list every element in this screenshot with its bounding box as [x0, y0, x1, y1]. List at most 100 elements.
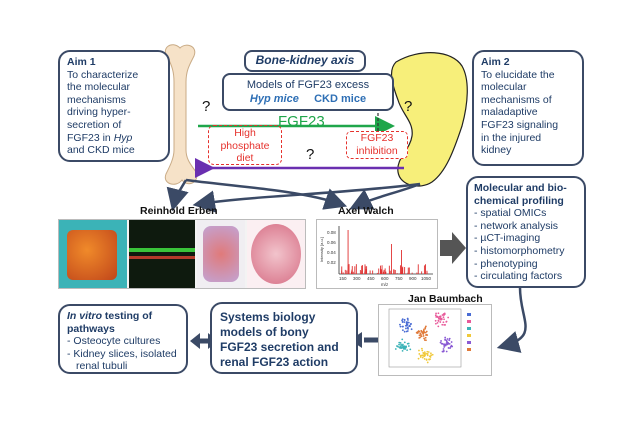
- cluster-point: [405, 323, 408, 326]
- cluster-point: [430, 354, 433, 357]
- cluster-point: [403, 346, 406, 349]
- arrow-profiling-to-baumbach: [496, 287, 527, 353]
- axis-title-box: Bone-kidney axis: [244, 50, 366, 72]
- spectrum-ylabel: Intensity [a.u.]: [319, 237, 324, 262]
- profiling-item: histomorphometry: [474, 245, 578, 258]
- cluster-point: [410, 328, 413, 331]
- cluster-point: [443, 324, 446, 326]
- cluster-legend-swatch: [467, 348, 471, 351]
- invitro-box: In vitro testing of pathways Osteocyte c…: [58, 304, 188, 374]
- cluster-point: [447, 347, 450, 349]
- histology-image-2: [247, 220, 305, 288]
- cluster-point: [442, 348, 445, 350]
- cluster-point: [418, 349, 420, 352]
- question-mark-bone: ?: [202, 98, 211, 115]
- cluster-point: [399, 345, 402, 347]
- cluster-point: [401, 349, 404, 352]
- cluster-point: [445, 339, 448, 342]
- baumbach-label: Jan Baumbach: [408, 293, 483, 305]
- arrow-kidney-to-erben: [192, 182, 421, 213]
- aim1-text: FGF23 in: [67, 131, 114, 144]
- cluster-point: [425, 358, 428, 361]
- cluster-point: [448, 339, 451, 342]
- cluster-point: [434, 322, 437, 325]
- cluster-legend-swatch: [467, 313, 471, 316]
- systems-line: FGF23 secretion and: [220, 340, 339, 354]
- spectrum-xtick: 900: [409, 276, 417, 281]
- cluster-point: [429, 358, 431, 361]
- cluster-point: [424, 331, 427, 334]
- aim2-line: maladaptive: [481, 106, 538, 119]
- cluster-point: [423, 337, 425, 340]
- cluster-point: [399, 323, 401, 326]
- cluster-point: [409, 348, 412, 351]
- invitro-item: Osteocyte cultures: [67, 335, 179, 348]
- cluster-point: [427, 351, 430, 353]
- cluster-point: [429, 352, 432, 355]
- cluster-point: [444, 343, 447, 346]
- spectrum-ytick: 0.06: [327, 240, 336, 245]
- cluster-point: [403, 321, 406, 323]
- cluster-legend-swatch: [467, 327, 471, 330]
- invitro-item-cont: renal tubuli: [76, 360, 128, 373]
- aim1-box: Aim 1 To characterize the molecular mech…: [58, 50, 170, 162]
- cluster-point: [443, 346, 446, 348]
- spectrum-xtick: 1050: [421, 276, 432, 281]
- cluster-point: [447, 316, 450, 319]
- cluster-point: [451, 345, 454, 348]
- invitro-title2: pathways: [67, 322, 115, 335]
- cluster-point: [445, 342, 448, 344]
- cluster-point: [442, 316, 445, 319]
- profiling-item: circulating factors: [474, 270, 578, 283]
- cluster-point: [424, 327, 427, 330]
- cluster-point: [440, 318, 443, 321]
- aim2-line: FGF23 signaling: [481, 118, 559, 131]
- aim2-line: molecular: [481, 81, 527, 94]
- cluster-point: [422, 329, 425, 332]
- spectrum-ytick: 0.04: [327, 250, 336, 255]
- cluster-point: [405, 345, 408, 348]
- cluster-point: [425, 333, 428, 336]
- cluster-point: [424, 325, 427, 328]
- bone-icon: [164, 44, 198, 185]
- cluster-point: [403, 341, 406, 344]
- cluster-point: [423, 358, 426, 360]
- question-mark-feedback: ?: [306, 146, 315, 163]
- cluster-point: [394, 348, 397, 350]
- cluster-point: [418, 330, 421, 333]
- cluster-point: [419, 336, 421, 339]
- models-title: Models of FGF23 excess: [246, 79, 370, 91]
- cluster-point: [405, 322, 408, 325]
- cluster-point: [438, 317, 441, 320]
- cluster-point: [441, 314, 444, 316]
- cluster-point: [425, 339, 427, 342]
- cluster-point: [440, 340, 442, 342]
- cluster-point: [425, 330, 428, 333]
- high-phosphate-line: High: [234, 127, 256, 139]
- axis-title: Bone-kidney axis: [255, 53, 355, 67]
- walch-label: Axel Walch: [338, 205, 394, 217]
- high-phosphate-line: diet: [236, 152, 254, 164]
- cluster-point: [406, 317, 409, 320]
- spectrum-ytick: 0.02: [327, 260, 336, 265]
- aim1-line: mechanisms: [67, 93, 126, 106]
- high-phosphate-box: High phosphate diet: [208, 125, 282, 165]
- cluster-plot: [378, 304, 492, 376]
- cluster-point: [426, 354, 429, 357]
- aim2-line: kidney: [481, 144, 512, 157]
- cluster-point: [444, 339, 447, 341]
- cluster-point: [405, 330, 408, 333]
- cluster-point: [407, 321, 410, 324]
- systems-box: Systems biology models of bony FGF23 sec…: [210, 302, 358, 374]
- cluster-point: [431, 353, 434, 356]
- cluster-point: [446, 338, 449, 340]
- cluster-point: [421, 356, 424, 359]
- aim2-line: mechanisms of: [481, 93, 552, 106]
- cluster-point: [447, 342, 450, 345]
- inhibition-line: inhibition: [356, 144, 398, 157]
- cluster-point: [421, 354, 424, 357]
- cluster-point: [403, 319, 406, 321]
- cluster-point: [398, 341, 401, 344]
- cluster-point: [450, 341, 453, 343]
- erben-images: [58, 219, 306, 289]
